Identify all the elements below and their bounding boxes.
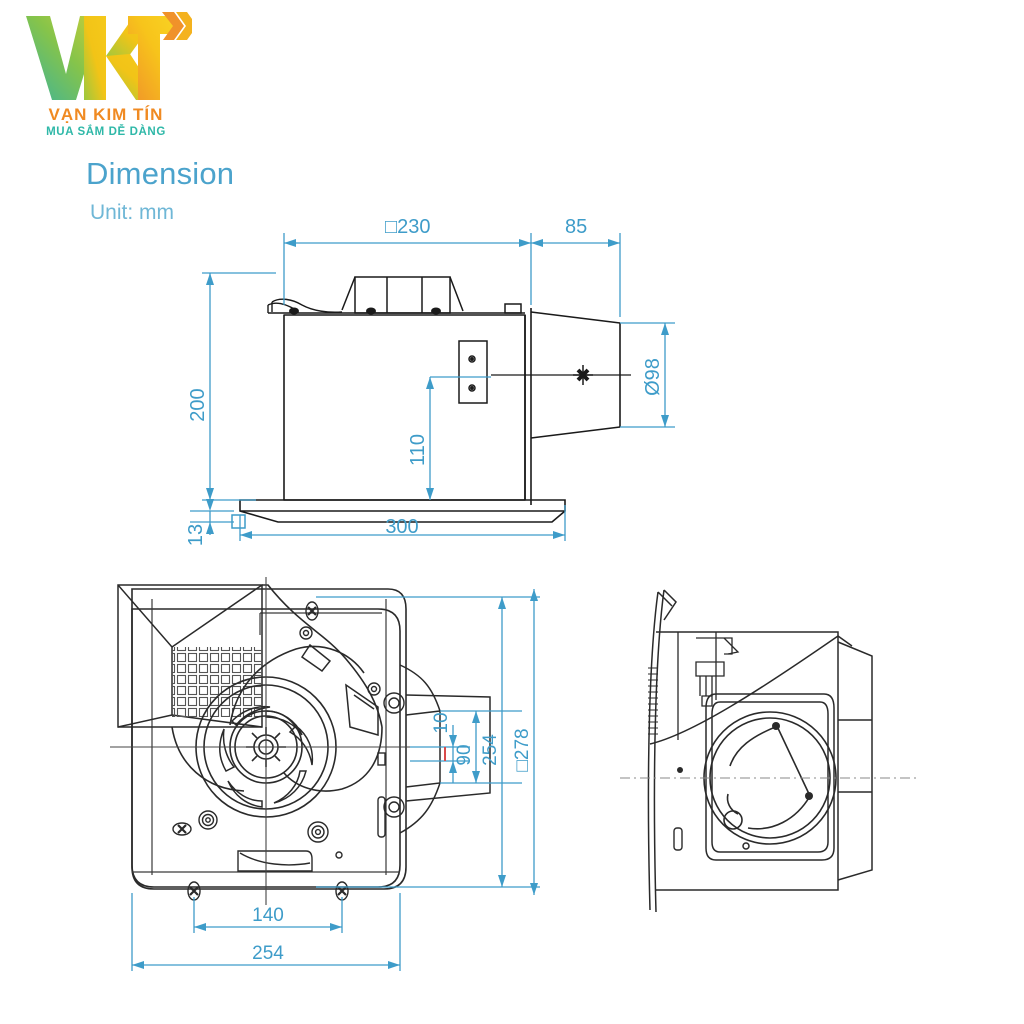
dim-label-d98: Ø98 [642, 358, 664, 396]
front-screw [677, 767, 683, 773]
logo-chevron-1 [162, 12, 184, 40]
front-section-view [620, 580, 920, 925]
front-face-panel [647, 589, 677, 913]
logo-name-line1: VẠN KIM TÍN [49, 105, 164, 124]
vkt-logo: VẠN KIM TÍN MUA SẮM DỄ DÀNG [22, 8, 192, 138]
square-symbol-300 [231, 514, 246, 529]
plan-motor-bracket [300, 643, 379, 736]
side-body-outline [283, 308, 532, 505]
dim-label-85: 85 [565, 216, 587, 238]
side-elevation-view: □230 85 200 110 Ø98 13 300 [180, 205, 700, 570]
dim-label-230: □230 [385, 216, 430, 238]
logo-name-line2: MUA SẮM DỄ DÀNG [46, 125, 166, 138]
front-scroll-line [649, 635, 853, 745]
logo-letter-t [128, 16, 174, 100]
logo-letter-v [26, 16, 102, 100]
front-inner-window [705, 693, 835, 861]
dim-label-13: 13 [185, 524, 207, 546]
side-outlet-nub [504, 303, 522, 314]
dim-label-300: 300 [385, 516, 418, 538]
dim-label-200: 200 [187, 388, 209, 421]
front-damper-pivots [772, 722, 813, 800]
plan-mount-screws [172, 601, 405, 901]
side-cable-bracket [267, 298, 343, 313]
unit-label: Unit: mm [90, 201, 174, 224]
dim-label-140: 140 [252, 905, 284, 926]
dim-label-110: 110 [407, 434, 429, 466]
plan-dimension-arrowheads [132, 589, 538, 969]
plan-outer-housing [131, 588, 407, 890]
dim-label-254-bottom: 254 [252, 943, 284, 964]
side-top-assembly [341, 276, 464, 314]
logo-letter-k-stem [84, 16, 106, 100]
dim-label-90: 90 [454, 744, 475, 765]
plan-centrelines [110, 577, 440, 905]
front-body-outline [656, 631, 873, 891]
dim-label-10: 10 [431, 712, 452, 733]
plan-fan-blades [219, 705, 314, 808]
dim-label-254-right: 254 [480, 734, 501, 766]
plan-dimension-lines [131, 589, 540, 971]
logo-graphic: VẠN KIM TÍN MUA SẮM DỄ DÀNG [26, 12, 192, 138]
side-terminal-box [458, 340, 488, 404]
dim-label-278: □278 [512, 728, 533, 771]
front-top-detail [677, 632, 740, 740]
logo-chevron-2 [176, 12, 192, 40]
side-dimension-arrowheads [206, 239, 669, 539]
plan-latch-details [237, 752, 386, 872]
page-title: Dimension [86, 156, 235, 191]
plan-inner-chassis [132, 599, 400, 875]
side-bottom-panel [239, 499, 566, 523]
front-latch-tab [673, 827, 683, 851]
bottom-plan-view: 10 90 254 □278 140 254 [110, 575, 610, 1005]
front-panel-hatch [648, 667, 658, 735]
